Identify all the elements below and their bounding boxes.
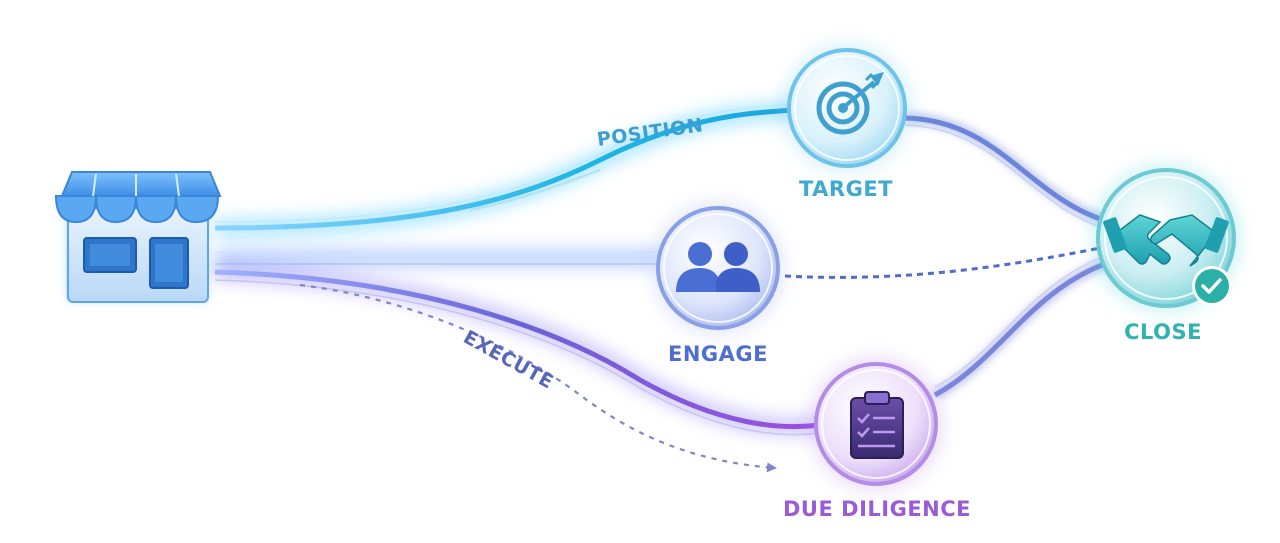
engage-label: ENGAGE: [668, 342, 768, 366]
target-node: TARGET: [783, 44, 911, 201]
handshake-icon: [1103, 214, 1229, 267]
path-to-due-diligence: [214, 269, 821, 436]
execute-dashed-arrow: [299, 283, 777, 473]
target-label: TARGET: [799, 177, 893, 201]
target-arrow-icon: [816, 72, 884, 135]
path-engage-to-close: [784, 246, 1101, 279]
due-diligence-label: DUE DILIGENCE: [783, 497, 971, 521]
clipboard-checklist-icon: [850, 391, 904, 459]
path-target-to-close: [904, 115, 1111, 231]
checkmark-badge-icon: [1192, 266, 1232, 306]
close-label: CLOSE: [1124, 320, 1202, 344]
engage-node: ENGAGE: [652, 202, 784, 366]
path-due-diligence-to-close: [933, 253, 1111, 398]
people-icon: [676, 242, 760, 292]
due-diligence-node: DUE DILIGENCE: [783, 358, 971, 521]
engage-node-circle: [656, 206, 780, 330]
storefront-icon: [54, 171, 222, 303]
path-to-target: [214, 103, 801, 231]
close-node: CLOSE: [1092, 164, 1240, 344]
path-to-engage: [215, 251, 660, 265]
